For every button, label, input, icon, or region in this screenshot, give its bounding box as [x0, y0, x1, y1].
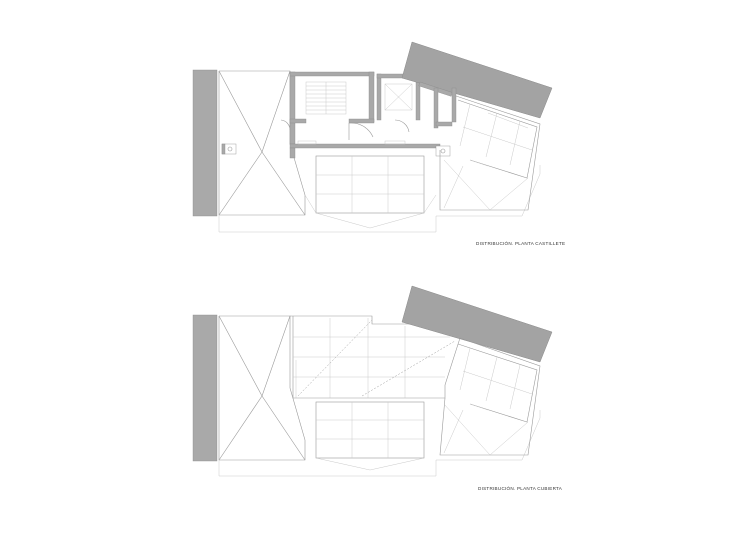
plot-boundary-bottom: [218, 410, 541, 477]
plot-boundary-top: [218, 165, 541, 233]
plan-castillete: [192, 41, 553, 233]
corridor-wall: [289, 140, 451, 159]
right-wing-bottom: [401, 285, 553, 456]
plan-label-castillete: DISTRIBUCIÓN. PLANTA CASTILLETE: [476, 241, 566, 246]
party-wall-left: [192, 69, 218, 217]
central-roof-grid-bottom: [315, 401, 425, 471]
plan-label-cubierta: DISTRIBUCIÓN. PLANTA CUBIERTA: [478, 486, 563, 491]
right-wing: [401, 41, 553, 211]
left-roof-slab-bottom: [218, 315, 306, 461]
core-roof: [290, 315, 461, 399]
central-roof-grid: [304, 155, 437, 229]
plan-cubierta: [192, 285, 553, 477]
party-wall-left-bottom: [192, 314, 218, 462]
stair-core: [280, 71, 375, 145]
elevator-shaft: [376, 73, 421, 133]
